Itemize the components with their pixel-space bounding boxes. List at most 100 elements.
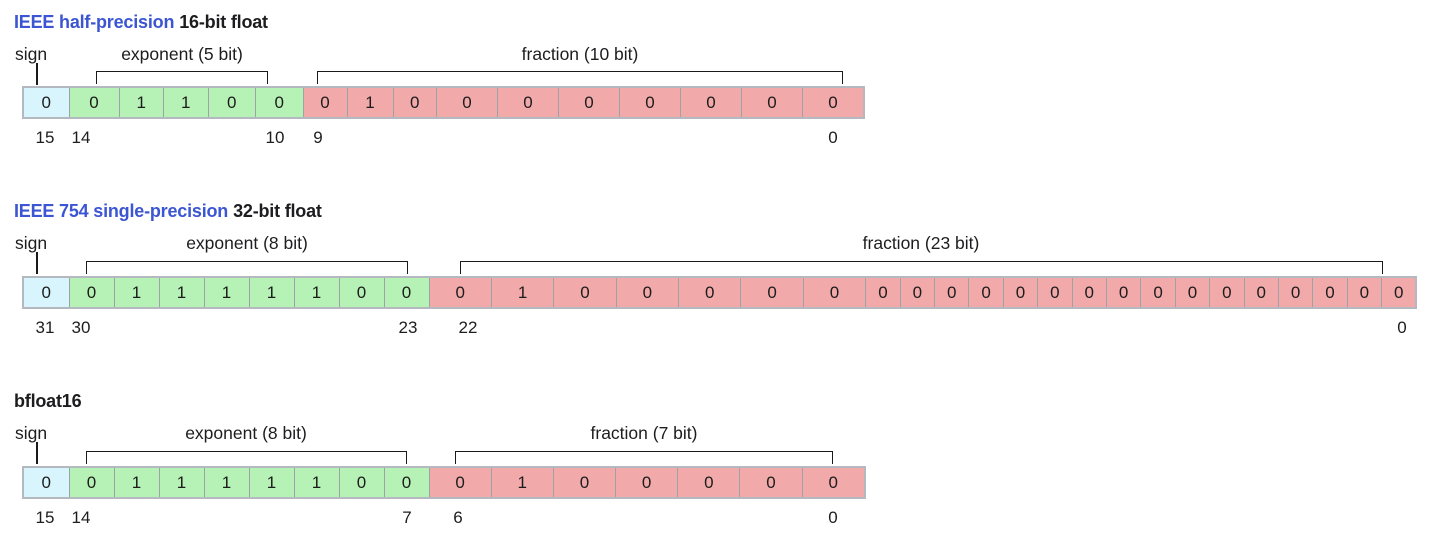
sign-label: sign: [15, 233, 48, 253]
diagram-title-accent: IEEE half-precision: [14, 12, 175, 32]
bit-cell-frac: 0: [801, 468, 864, 497]
bit-cell-exp: 1: [248, 468, 294, 497]
bit-cell-frac: 0: [428, 468, 491, 497]
bit-cell-frac: 0: [302, 88, 347, 117]
bit-cell-frac: 0: [1140, 278, 1175, 307]
bit-cell-frac: 0: [552, 468, 616, 497]
bit-cell-frac: 0: [1209, 278, 1244, 307]
diagram-title-accent: IEEE 754 single-precision: [14, 201, 229, 221]
bit-cell-frac: 0: [1312, 278, 1347, 307]
bit-cell-exp: 0: [68, 468, 114, 497]
bit-index: 15: [35, 128, 55, 147]
bit-index: 0: [1397, 318, 1407, 337]
bit-cell-exp: 1: [293, 468, 339, 497]
bit-index: 31: [35, 318, 55, 337]
bit-cell-frac: 0: [436, 88, 497, 117]
bit-index: 14: [71, 508, 91, 527]
fraction-label: fraction (7 bit): [590, 423, 698, 443]
sign-pointer-line: [36, 252, 38, 274]
bit-cell-frac: 0: [553, 278, 616, 307]
bit-cell-sign: 0: [24, 468, 69, 497]
bit-cell-frac: 0: [1381, 278, 1416, 307]
bit-cell-exp: 1: [248, 278, 294, 307]
bit-index: 9: [313, 128, 323, 147]
bit-index: 10: [265, 128, 285, 147]
exponent-bracket: [86, 261, 408, 274]
bit-cell-frac: 0: [899, 278, 935, 307]
exponent-bracket: [96, 71, 268, 84]
bit-cell-frac: 0: [680, 88, 741, 117]
exponent-label: exponent (5 bit): [121, 44, 243, 64]
bit-cell-sign: 0: [24, 88, 69, 117]
bit-cell-frac: 0: [802, 88, 863, 117]
fraction-bracket: [317, 71, 843, 84]
fraction-label: fraction (10 bit): [521, 44, 639, 64]
exponent-label: exponent (8 bit): [186, 233, 308, 253]
bit-cell-exp: 1: [293, 278, 339, 307]
bit-cell-frac: 0: [740, 278, 803, 307]
bit-cell-frac: 0: [1174, 278, 1210, 307]
sign-pointer-line: [36, 442, 38, 464]
bit-index: 7: [402, 508, 412, 527]
bit-cell-exp: 0: [383, 468, 429, 497]
bit-cell-frac: 0: [934, 278, 969, 307]
bit-index: 14: [71, 128, 91, 147]
sign-label: sign: [15, 423, 48, 443]
bit-cell-frac: 1: [490, 468, 553, 497]
bit-index: 6: [453, 508, 463, 527]
bit-index: 0: [828, 508, 838, 527]
bit-index: 23: [398, 318, 418, 337]
fraction-bracket: [455, 451, 833, 464]
bit-cell-exp: 0: [338, 278, 384, 307]
bit-cell-exp: 0: [255, 88, 303, 117]
bit-cell-frac: 0: [865, 278, 900, 307]
bit-cell-exp: 0: [383, 278, 429, 307]
bit-cell-exp: 0: [68, 278, 114, 307]
bit-cell-frac: 0: [428, 278, 491, 307]
bit-cell-frac: 0: [1277, 278, 1313, 307]
bit-cell-exp: 1: [158, 468, 204, 497]
bit-cell-exp: 1: [113, 278, 159, 307]
diagram-title-plain: bfloat16: [14, 391, 82, 411]
bit-cell-frac: 0: [678, 278, 741, 307]
bit-cell-exp: 0: [68, 88, 119, 117]
bit-cell-frac: 0: [558, 88, 619, 117]
diagram-title-plain: 32-bit float: [233, 201, 322, 221]
diagram-title: bfloat16: [14, 391, 82, 412]
bit-cell-exp: 1: [203, 468, 249, 497]
bit-cell-frac: 0: [1105, 278, 1141, 307]
bit-cell-frac: 0: [677, 468, 740, 497]
bit-index: 15: [35, 508, 55, 527]
exponent-label: exponent (8 bit): [185, 423, 307, 443]
bit-cell-frac: 0: [1243, 278, 1278, 307]
bit-index: 22: [458, 318, 478, 337]
bit-cell-exp: 1: [163, 88, 208, 117]
fraction-bracket: [460, 261, 1383, 274]
bit-cell-exp: 1: [203, 278, 249, 307]
bit-index: 30: [71, 318, 91, 337]
bit-cell-frac: 0: [497, 88, 558, 117]
bit-cell-exp: 0: [207, 88, 255, 117]
diagram-title-plain: 16-bit float: [179, 12, 268, 32]
bit-cell-frac: 0: [1346, 278, 1382, 307]
bit-cell-sign: 0: [24, 278, 69, 307]
bit-cell-frac: 0: [741, 88, 802, 117]
bit-cell-frac: 1: [490, 278, 554, 307]
bit-cell-exp: 1: [158, 278, 204, 307]
bit-cell-exp: 0: [338, 468, 384, 497]
exponent-bracket: [86, 451, 407, 464]
bit-cell-exp: 1: [113, 468, 159, 497]
fraction-label: fraction (23 bit): [862, 233, 980, 253]
bit-cell-frac: 0: [1037, 278, 1072, 307]
bit-cell-frac: 0: [615, 278, 679, 307]
sign-pointer-line: [36, 63, 38, 85]
bit-cell-frac: 0: [392, 88, 436, 117]
bit-cell-frac: 0: [968, 278, 1003, 307]
